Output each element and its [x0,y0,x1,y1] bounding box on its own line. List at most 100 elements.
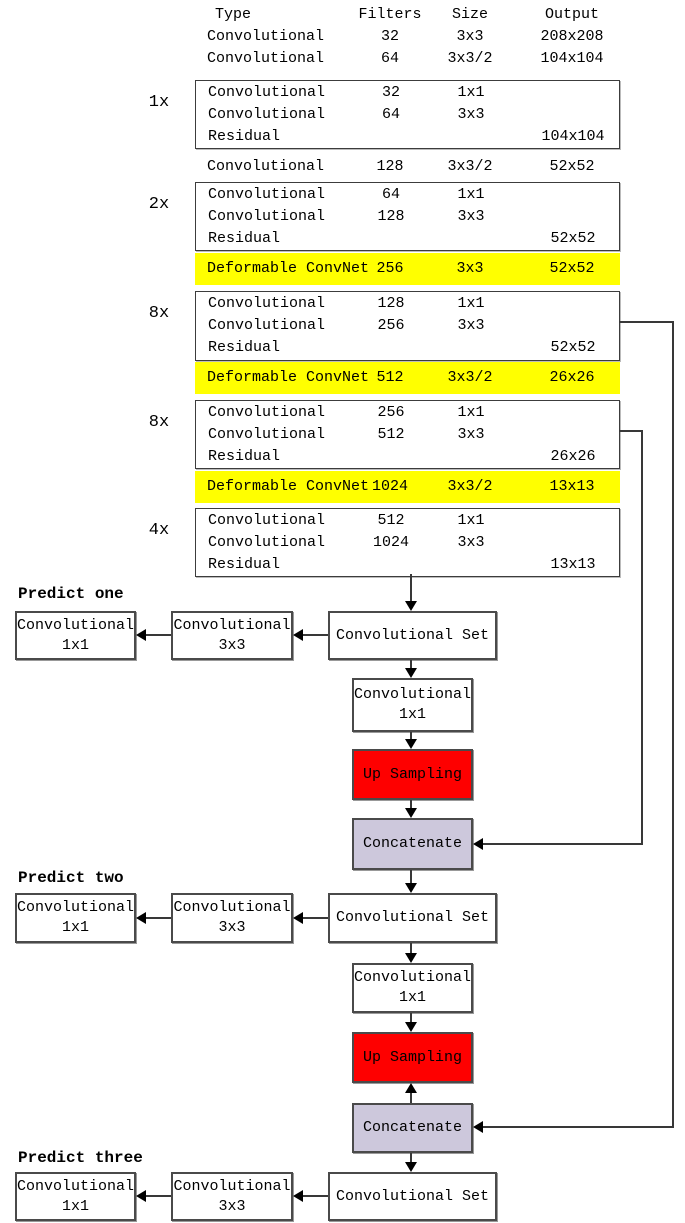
block-multiplier: 8x [148,413,170,432]
box-label: Convolutional [353,969,472,986]
connector-line [302,634,328,636]
box-label: Convolutional [173,1177,291,1195]
conv-3x3-box: Convolutional 3x3 [171,893,293,943]
cell-size: 3x3 [456,28,484,45]
cell-filters: 128 [377,295,405,312]
deformable-convnet-row: Deformable ConvNet 512 3x3/2 26x26 [195,362,620,394]
cell-type: Convolutional [208,295,326,312]
cell-type: Residual [208,339,281,356]
cell-size: 1x1 [457,404,485,421]
block-row: Convolutional 128 1x1 [196,293,619,315]
cell-type: Convolutional [208,208,326,225]
cell-type: Deformable ConvNet [207,478,370,495]
box-sublabel: 3x3 [218,636,246,654]
conv-3x3-box: Convolutional 3x3 [171,1172,293,1221]
cell-type: Residual [208,448,281,465]
connector-line [410,943,412,954]
arrow-down-icon [405,1162,417,1172]
cell-type: Convolutional [207,28,325,45]
cell-output: 13x13 [549,478,595,495]
deformable-convnet-row: Deformable ConvNet 256 3x3 52x52 [195,253,620,285]
connector-line [410,1092,412,1103]
arrow-left-icon [473,838,483,850]
table-row: Convolutional 128 3x3/2 52x52 [195,156,620,178]
block-row: Convolutional 512 3x3 [196,424,619,446]
cell-type: Convolutional [208,512,326,529]
predict-three-label: Predict three [18,1149,143,1167]
cell-type: Residual [208,230,281,247]
cell-output: 52x52 [550,230,596,247]
cell-size: 3x3 [457,208,485,225]
arrow-left-icon [293,912,303,924]
box-label: Convolutional Set [335,626,490,644]
box-label: Convolutional [173,616,291,634]
block-row: Convolutional 256 1x1 [196,402,619,424]
cell-type: Convolutional [207,50,325,67]
arrow-down-icon [405,601,417,611]
arrow-left-icon [136,912,146,924]
cell-size: 3x3 [456,260,484,277]
cell-size: 3x3/2 [447,369,493,386]
concatenate-box: Concatenate [352,1103,473,1153]
conv-1x1-box: Convolutional 1x1 [15,1172,136,1221]
conv-1x1-box: Convolutional 1x1 [352,678,473,732]
cell-size: 3x3/2 [447,50,493,67]
cell-output: 26x26 [550,448,596,465]
connector-line [145,634,171,636]
box-sublabel: 1x1 [61,919,89,936]
cell-filters: 32 [380,28,399,45]
arrow-left-icon [293,629,303,641]
cell-output: 13x13 [550,556,596,573]
residual-block: Convolutional 32 1x1 Convolutional 64 3x… [195,80,620,149]
cell-type: Convolutional [207,158,325,175]
cell-size: 3x3 [457,534,485,551]
block-row: Residual 52x52 [196,337,619,359]
cell-filters: 1024 [372,534,409,551]
block-row: Convolutional 256 3x3 [196,315,619,337]
cell-filters: 64 [381,106,400,123]
connector-line [410,800,412,809]
block-multiplier: 4x [148,521,170,540]
cell-size: 1x1 [457,186,485,203]
block-row: Convolutional 512 1x1 [196,510,619,532]
cell-filters: 128 [376,158,404,175]
cell-size: 3x3 [457,106,485,123]
box-label: Up Sampling [362,1048,463,1066]
cell-filters: 256 [377,404,405,421]
block-row: Convolutional 32 1x1 [196,82,619,104]
box-label: Convolutional [16,899,135,916]
skip-connection-line [619,430,643,432]
convolutional-set-box: Convolutional Set [328,611,497,660]
cell-size: 3x3 [457,317,485,334]
block-row: Convolutional 1024 3x3 [196,532,619,554]
skip-connection-line [482,843,643,845]
cell-type: Convolutional [208,84,326,101]
cell-size: 1x1 [457,295,485,312]
conv-3x3-box: Convolutional 3x3 [171,611,293,660]
deformable-convnet-row: Deformable ConvNet 1024 3x3/2 13x13 [195,471,620,503]
header-type: Type [215,6,252,23]
header-output: Output [544,6,599,23]
cell-type: Convolutional [208,106,326,123]
cell-filters: 256 [376,260,404,277]
box-label: Convolutional [16,1177,135,1195]
block-multiplier: 8x [148,304,170,323]
connector-line [410,1013,412,1023]
box-sublabel: 1x1 [398,989,426,1006]
residual-block: Convolutional 512 1x1 Convolutional 1024… [195,508,620,577]
cell-type: Convolutional [208,186,326,203]
connector-line [410,660,412,669]
arrow-down-icon [405,883,417,893]
connector-line [410,1153,412,1163]
connector-line [145,917,171,919]
box-sublabel: 1x1 [61,636,89,654]
cell-size: 3x3 [457,426,485,443]
arrow-up-icon [405,1083,417,1093]
convolutional-set-box: Convolutional Set [328,1172,497,1221]
cell-filters: 32 [381,84,400,101]
arrow-down-icon [405,808,417,818]
box-sublabel: 1x1 [398,706,426,723]
cell-type: Convolutional [208,426,326,443]
skip-connection-line [482,1126,674,1128]
